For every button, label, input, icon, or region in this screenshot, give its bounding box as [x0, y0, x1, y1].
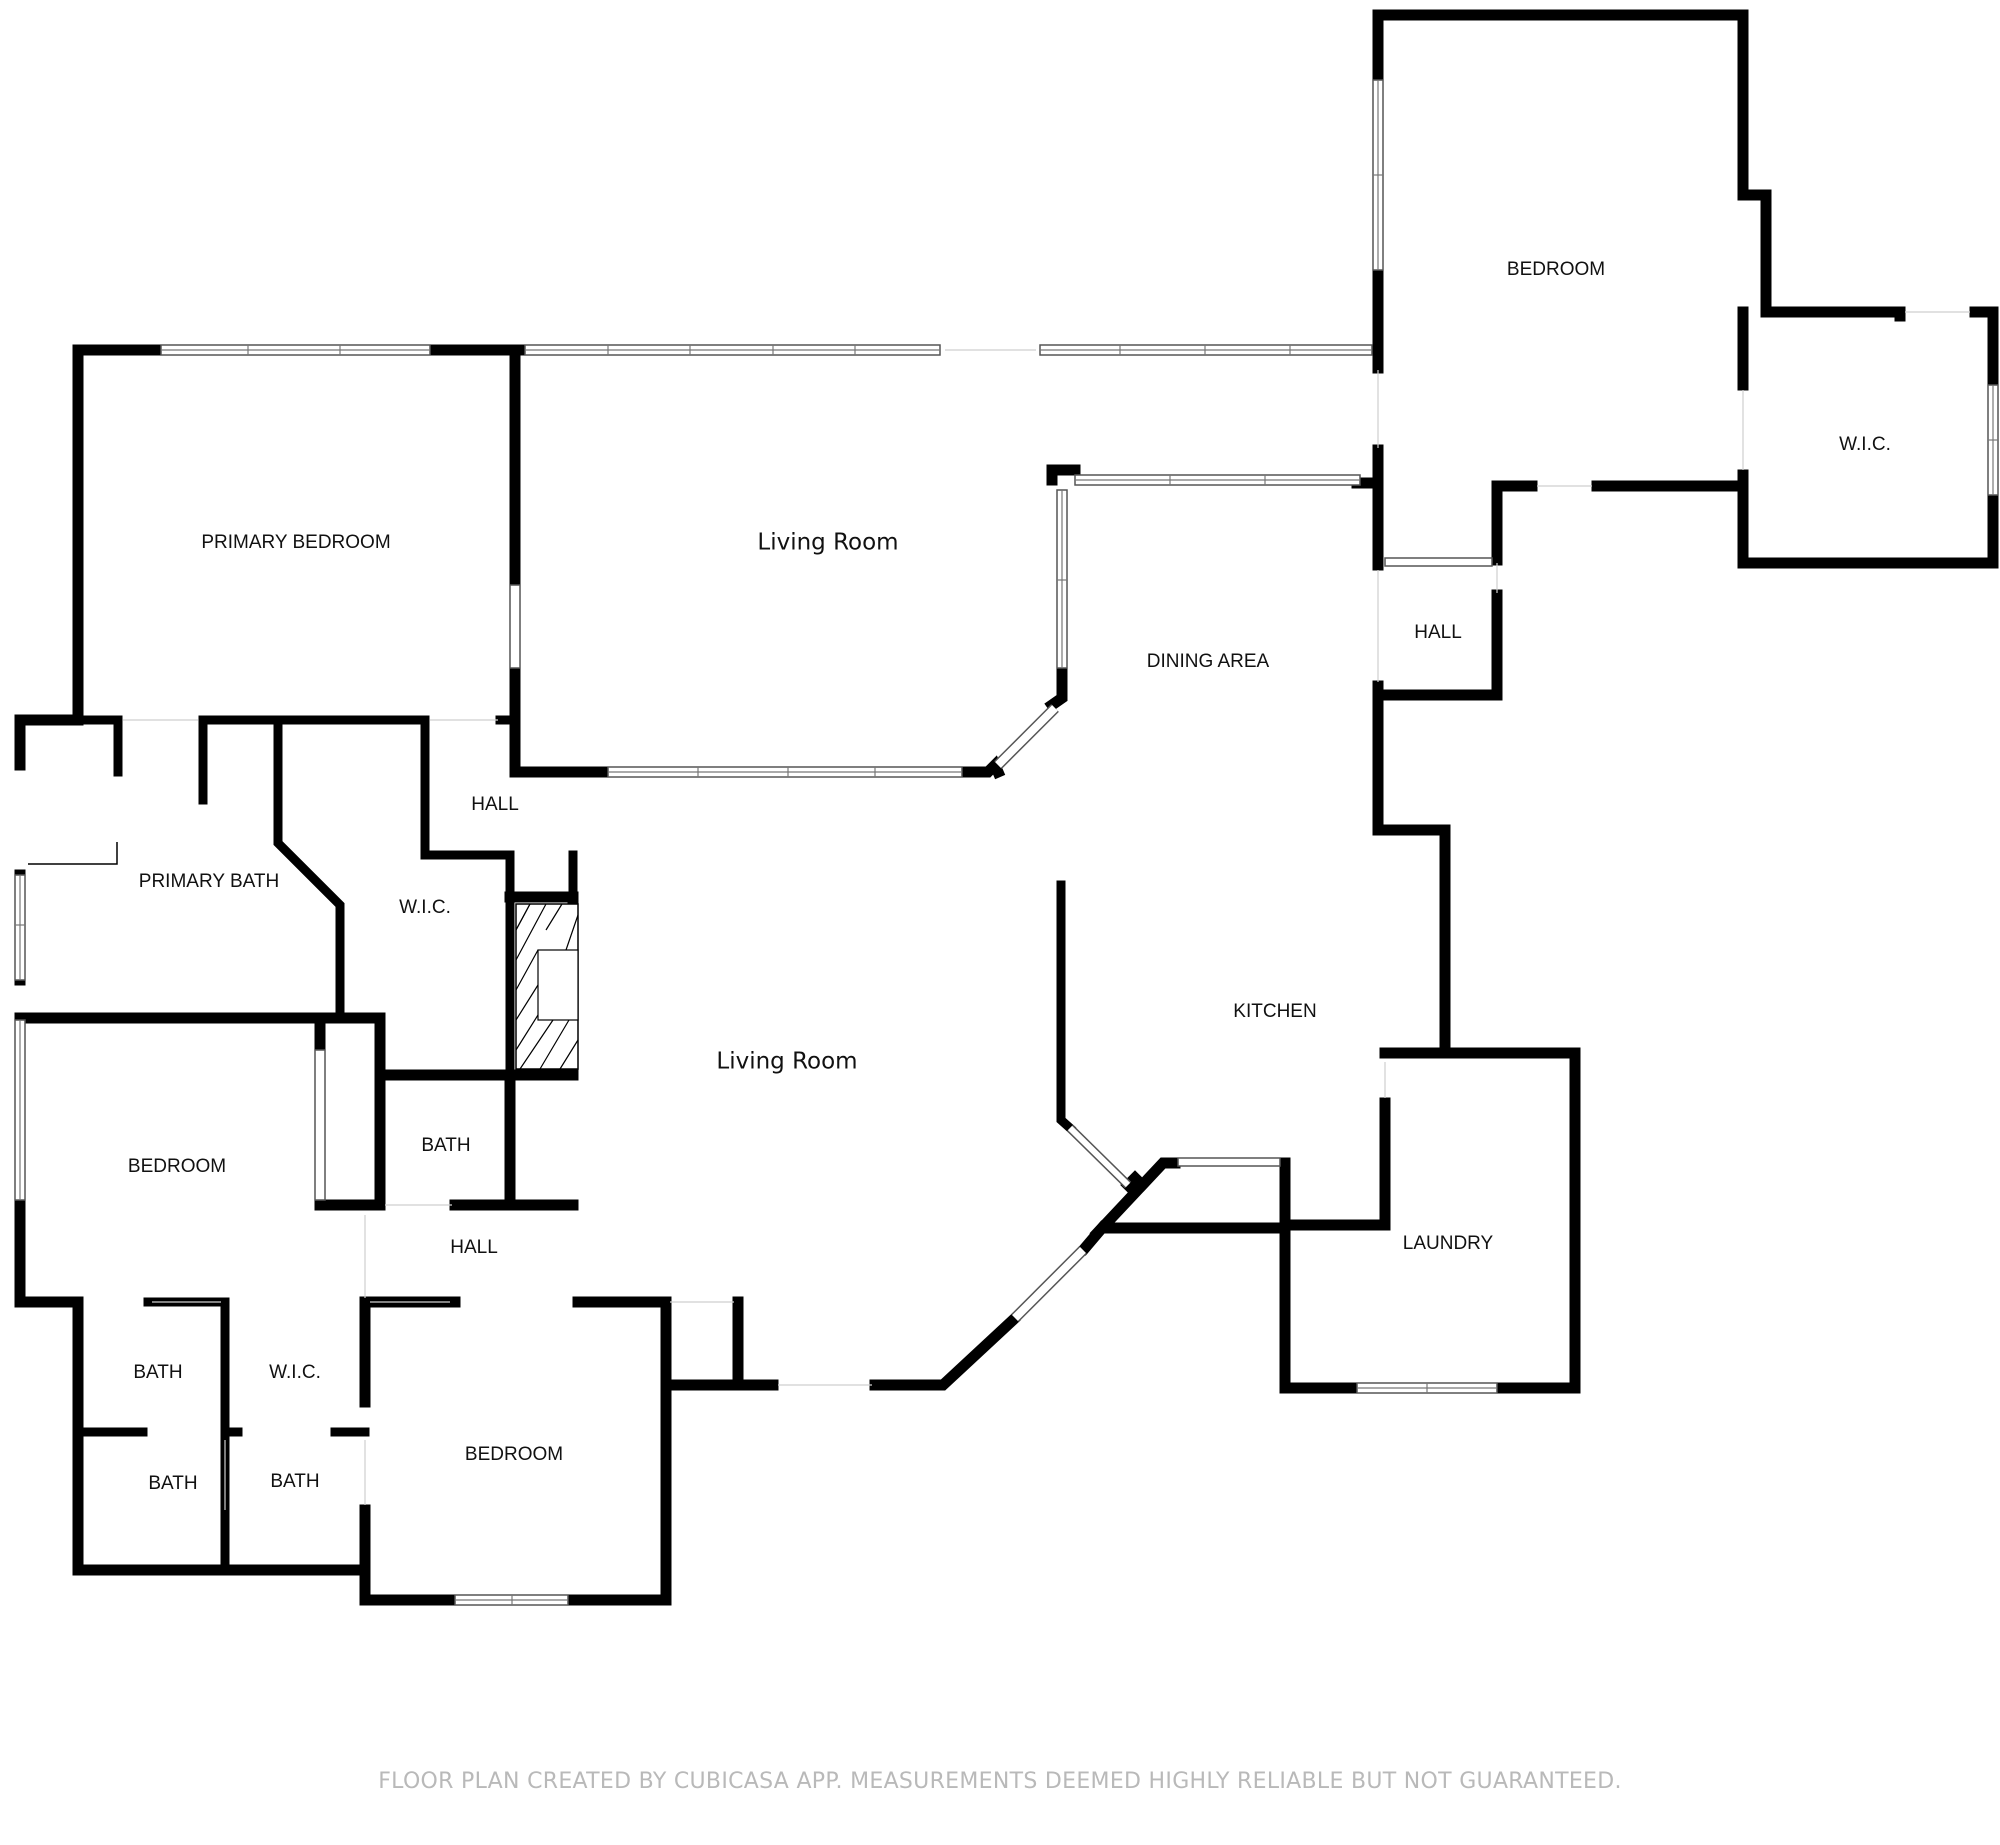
label-living-room-north: Living Room	[757, 530, 898, 556]
label-bedroom-northeast: BEDROOM	[1507, 259, 1605, 280]
window-ne-bedroom-west	[1372, 79, 1384, 271]
label-hall-south: HALL	[450, 1237, 498, 1258]
window-south-diagonal	[1011, 1246, 1087, 1322]
window-living-north-2	[1039, 344, 1373, 356]
window-living-south	[607, 766, 963, 778]
label-wic-south: W.I.C.	[269, 1362, 321, 1383]
window-kitchen	[1177, 1157, 1281, 1167]
label-bath-central: BATH	[421, 1135, 470, 1156]
label-bath-sw-3: BATH	[270, 1471, 319, 1492]
windows	[14, 79, 1999, 1606]
label-primary-bath: PRIMARY BATH	[139, 871, 279, 892]
window-west-bedroom	[14, 1019, 26, 1201]
window-wic-east	[1987, 384, 1999, 496]
label-living-room-main: Living Room	[716, 1049, 857, 1075]
room-labels: PRIMARY BEDROOM Living Room BEDROOM W.I.…	[128, 259, 1891, 1494]
label-laundry: LAUNDRY	[1403, 1233, 1494, 1254]
fireplace	[515, 903, 579, 1070]
window-laundry-south	[1356, 1382, 1498, 1394]
label-primary-bedroom: PRIMARY BEDROOM	[201, 532, 390, 553]
window-kitchen-diagonal	[1066, 1124, 1132, 1189]
window-living-north-1	[524, 344, 941, 356]
label-wic-primary: W.I.C.	[399, 897, 451, 918]
window-primary-bedroom-east	[509, 584, 521, 669]
window-west-closet	[314, 1049, 326, 1201]
window-dining-diagonal	[994, 704, 1059, 769]
window-dining-north	[1074, 474, 1361, 486]
label-hall-northeast: HALL	[1414, 622, 1462, 643]
window-primary-bath-west	[14, 874, 26, 981]
label-bath-sw-1: BATH	[133, 1362, 182, 1383]
window-ne-hall	[1384, 557, 1493, 567]
label-kitchen: KITCHEN	[1233, 1001, 1316, 1022]
label-hall-central: HALL	[471, 794, 519, 815]
label-bedroom-south: BEDROOM	[465, 1444, 563, 1465]
window-primary-bedroom-north	[160, 344, 431, 356]
vanity-counter	[28, 842, 118, 865]
window-dining-west	[1056, 489, 1068, 669]
disclaimer-footer: FLOOR PLAN CREATED BY CUBICASA APP. MEAS…	[378, 1769, 1622, 1794]
label-dining-area: DINING AREA	[1147, 651, 1270, 672]
label-wic-northeast: W.I.C.	[1839, 434, 1891, 455]
window-south-bedroom	[454, 1594, 569, 1606]
label-bedroom-west: BEDROOM	[128, 1156, 226, 1177]
label-bath-sw-2: BATH	[148, 1473, 197, 1494]
